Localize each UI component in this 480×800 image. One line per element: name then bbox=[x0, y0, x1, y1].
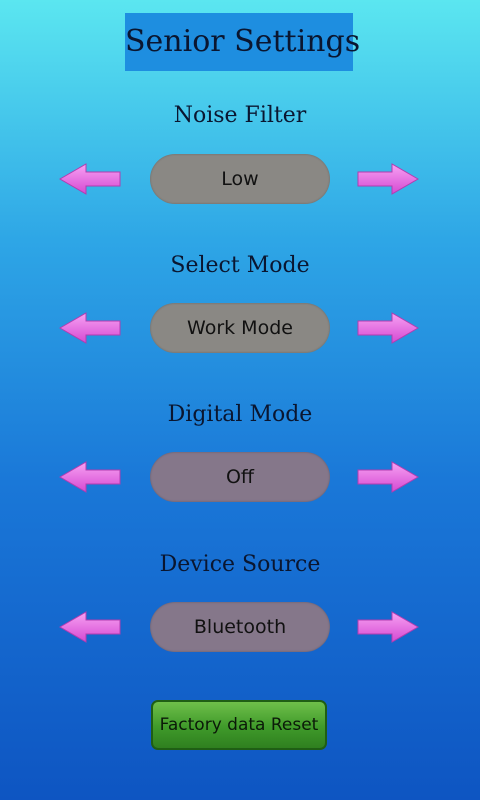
arrow-right-icon bbox=[357, 611, 420, 643]
noise-filter-label: Noise Filter bbox=[173, 103, 307, 128]
arrow-left-icon bbox=[58, 312, 121, 344]
arrow-left-icon bbox=[58, 611, 121, 643]
page-title: Senior Settings bbox=[125, 13, 360, 71]
device-source-label: Device Source bbox=[159, 552, 321, 577]
noise-filter-value[interactable]: Low bbox=[150, 154, 330, 204]
digital-mode-value[interactable]: Off bbox=[150, 452, 330, 502]
factory-reset-button[interactable]: Factory data Reset bbox=[151, 700, 327, 750]
select-mode-value[interactable]: Work Mode bbox=[150, 303, 330, 353]
arrow-right-icon bbox=[357, 312, 420, 344]
select-mode-prev-button[interactable] bbox=[58, 311, 122, 345]
digital-mode-prev-button[interactable] bbox=[58, 460, 122, 494]
digital-mode-next-button[interactable] bbox=[356, 460, 420, 494]
select-mode-next-button[interactable] bbox=[356, 311, 420, 345]
select-mode-label: Select Mode bbox=[170, 253, 310, 278]
arrow-left-icon bbox=[58, 163, 121, 195]
noise-filter-next-button[interactable] bbox=[356, 162, 420, 196]
device-source-value[interactable]: Bluetooth bbox=[150, 602, 330, 652]
arrow-left-icon bbox=[58, 461, 121, 493]
device-source-prev-button[interactable] bbox=[58, 610, 122, 644]
arrow-right-icon bbox=[357, 461, 420, 493]
digital-mode-label: Digital Mode bbox=[167, 402, 313, 427]
device-source-next-button[interactable] bbox=[356, 610, 420, 644]
noise-filter-prev-button[interactable] bbox=[58, 162, 122, 196]
arrow-right-icon bbox=[357, 163, 420, 195]
